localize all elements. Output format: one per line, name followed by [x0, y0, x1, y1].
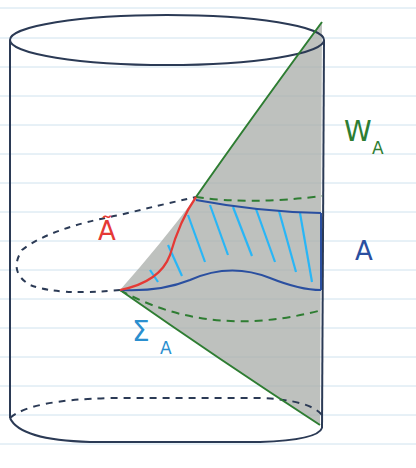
region-boundary — [120, 200, 321, 290]
subscript-label: A — [372, 140, 384, 157]
surface-label: Ã — [98, 218, 116, 244]
rt-surface — [120, 197, 196, 290]
region-label: A — [355, 238, 373, 264]
wedge-outline — [120, 22, 322, 425]
wedge-shading — [120, 22, 322, 425]
cylinder — [10, 15, 324, 442]
slice-label: Σ — [132, 318, 150, 346]
wedge-label: W — [344, 118, 372, 146]
subscript-label: A — [160, 340, 172, 357]
notebook-lines — [0, 8, 416, 444]
